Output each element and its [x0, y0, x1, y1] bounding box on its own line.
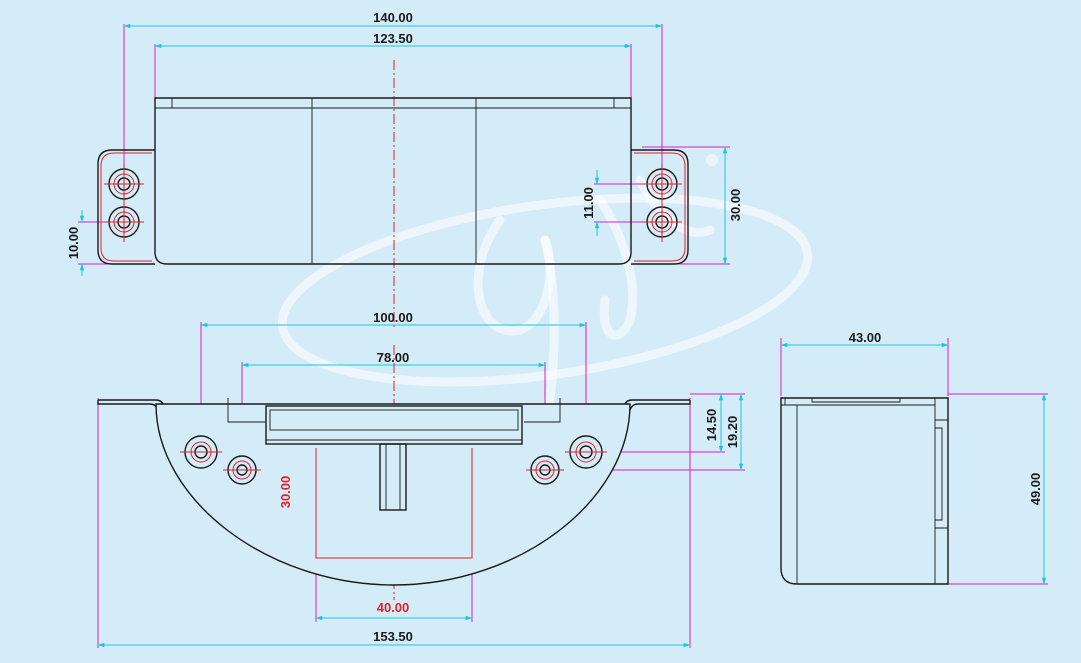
plate-left-tab [97, 399, 165, 412]
mounting-hole [180, 435, 222, 469]
dim-offset-b: 19.20 [725, 416, 740, 449]
dim-overall-width: 153.50 [373, 629, 413, 644]
right-mounting-flange [631, 149, 689, 265]
dim-strike-depth: 30.00 [278, 476, 293, 509]
mounting-hole [104, 164, 144, 204]
plate-right-tab [623, 399, 691, 412]
mounting-hole [565, 435, 607, 469]
mounting-hole [642, 164, 682, 204]
left-mounting-flange [97, 149, 155, 265]
lock-body-side [780, 397, 949, 585]
side-view: 43.00 49.00 [780, 330, 1048, 585]
dim-height: 49.00 [1028, 473, 1043, 506]
dim-inner-hole-spacing: 78.00 [377, 350, 410, 365]
dim-flange-thickness: 10.00 [66, 227, 81, 260]
front-view: 100.00 78.00 153.50 40.00 30.00 14.50 19… [97, 310, 745, 648]
latch-stem [379, 443, 407, 511]
strike-outline [315, 448, 473, 559]
dim-body-width: 123.50 [373, 31, 413, 46]
dim-strike-width: 40.00 [377, 600, 410, 615]
dim-bracket-height: 30.00 [728, 189, 743, 222]
dim-hole-spacing: 11.00 [581, 187, 596, 219]
dim-offset-a: 14.50 [704, 409, 719, 442]
mounting-hole [526, 455, 564, 485]
mounting-hole [223, 455, 261, 485]
dim-outer-hole-spacing: 100.00 [373, 310, 413, 325]
dim-overall-width: 140.00 [373, 10, 413, 25]
mounting-hole [642, 202, 682, 242]
top-view: 140.00 123.50 30.00 11.00 10.00 [66, 10, 743, 330]
strike-plate [155, 403, 631, 586]
dim-depth: 43.00 [849, 330, 882, 345]
lock-body-top [154, 97, 632, 265]
mounting-hole [104, 202, 144, 242]
